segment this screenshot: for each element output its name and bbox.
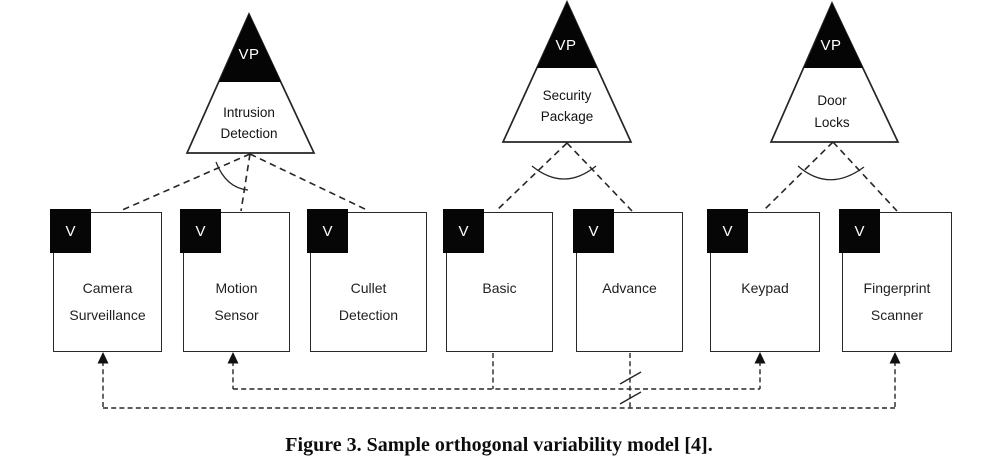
alternative-choice-arc <box>797 165 865 181</box>
variant-tag: V <box>573 209 614 253</box>
variant-label-line: Fingerprint <box>863 280 931 296</box>
variant-tag: V <box>443 209 484 253</box>
variant-label: Cullet Detection <box>311 275 426 329</box>
fan-line <box>762 141 834 212</box>
variant-box-basic: V Basic <box>443 209 553 352</box>
vp-triangle-security-package <box>495 0 633 212</box>
variant-box-fingerprint-scanner: V Fingerprint Scanner <box>839 209 952 352</box>
variant-box-cullet-detection: V Cullet Detection <box>307 209 427 352</box>
vp-name-line: Detection <box>220 126 278 141</box>
variant-box-camera-surveillance: V Camera Surveillance <box>50 209 162 352</box>
variant-label-line: Surveillance <box>69 307 146 323</box>
triangle-outline <box>769 0 900 143</box>
triangle-outline <box>501 0 633 143</box>
vp-tag: VP <box>555 37 577 54</box>
fan-line <box>566 142 633 212</box>
variant-label-line: Keypad <box>741 280 789 296</box>
triangle-vp-cap <box>537 2 597 68</box>
variant-tag: V <box>839 209 880 253</box>
vp-tag: VP <box>238 46 260 63</box>
variant-tag: V <box>307 209 348 253</box>
variant-label: Advance <box>577 275 682 302</box>
vp-tag: VP <box>820 37 842 54</box>
alternative-choice-arc <box>215 161 249 191</box>
crossing-slash <box>619 371 642 385</box>
variant-label-line: Basic <box>482 280 517 296</box>
fan-line <box>495 142 568 212</box>
vp-name-door-locks: Door Locks <box>771 90 893 134</box>
arrowheads <box>97 352 901 364</box>
vp-name-security-package: Security Package <box>506 86 628 127</box>
vp-name-line: Package <box>540 108 594 124</box>
variant-label: Keypad <box>711 275 819 302</box>
variant-tag: V <box>180 209 221 253</box>
vp-name-intrusion-detection: Intrusion Detection <box>189 102 309 144</box>
variant-label: Fingerprint Scanner <box>843 275 951 329</box>
constraint-dependencies <box>102 353 896 409</box>
variant-label-line: Cullet <box>350 280 387 296</box>
variant-label-line: Detection <box>338 307 399 323</box>
variant-label-line: Advance <box>602 280 657 296</box>
arrowhead-up-icon <box>889 352 901 364</box>
vp-triangle-intrusion-detection <box>119 11 370 212</box>
vp-name-line: Locks <box>814 115 850 130</box>
crossing-slash <box>619 391 642 405</box>
variant-label: Camera Surveillance <box>54 275 161 329</box>
arrowhead-up-icon <box>227 352 239 364</box>
variant-label: Motion Sensor <box>184 275 289 329</box>
triangle-vp-cap <box>804 3 863 68</box>
arrowhead-up-icon <box>754 352 766 364</box>
triangle-vp-cap <box>219 14 281 82</box>
variant-label-line: Motion <box>215 280 258 296</box>
variant-box-advance: V Advance <box>573 209 683 352</box>
fan-line <box>119 153 251 212</box>
fan-line <box>832 141 898 212</box>
fan-line <box>240 153 251 212</box>
variant-label: Basic <box>447 275 552 302</box>
figure-caption: Figure 3. Sample orthogonal variability … <box>285 434 713 456</box>
vp-name-line: Security <box>542 88 592 103</box>
triangle-outline <box>185 11 316 154</box>
variant-label-line: Camera <box>82 280 133 296</box>
variant-label-line: Sensor <box>214 307 259 323</box>
vp-triangle-door-locks <box>762 0 900 212</box>
variant-tag: V <box>707 209 748 253</box>
variant-box-keypad: V Keypad <box>707 209 820 352</box>
arrowhead-up-icon <box>97 352 109 364</box>
variant-tag: V <box>50 209 91 253</box>
variant-label-line: Scanner <box>870 307 924 323</box>
alternative-choice-arc <box>531 165 597 180</box>
vp-name-line: Door <box>817 93 847 108</box>
fan-line <box>249 153 370 212</box>
vp-name-line: Intrusion <box>223 105 275 120</box>
crossing-slashes <box>619 371 642 405</box>
variant-box-motion-sensor: V Motion Sensor <box>180 209 290 352</box>
